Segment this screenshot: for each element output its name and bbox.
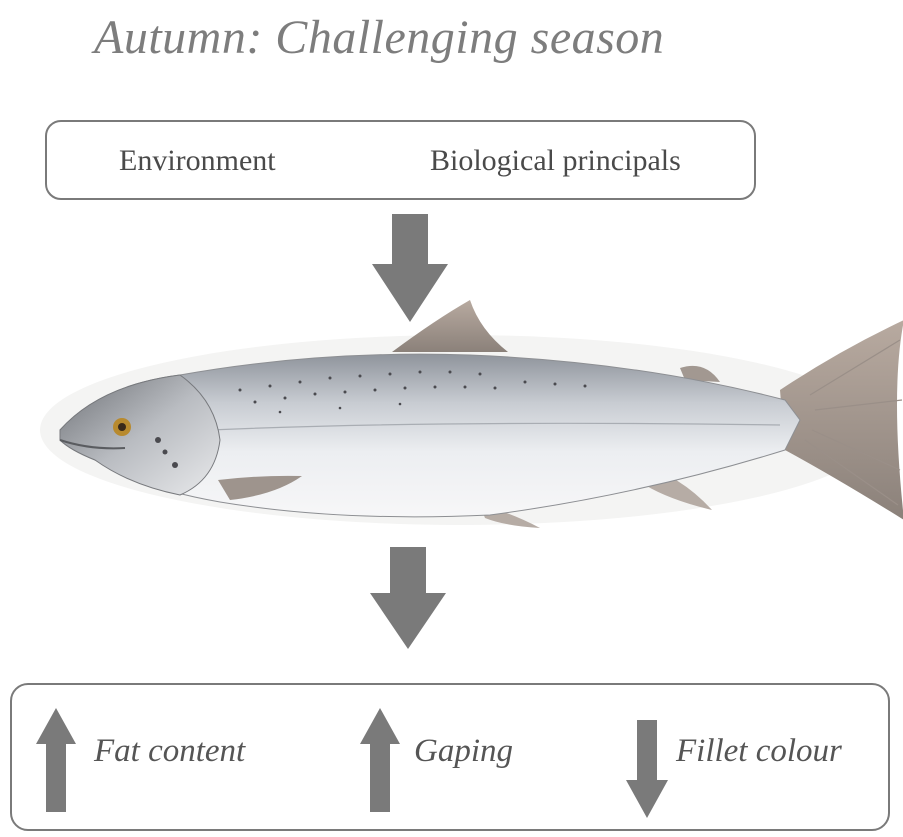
down-arrow-icon: [626, 720, 668, 818]
outcomes-box: Fat content Gaping Fillet colour: [10, 683, 890, 831]
up-arrow-icon: [360, 708, 400, 812]
input-biological-principals: Biological principals: [430, 144, 681, 178]
outcome-fat-content: Fat content: [94, 733, 245, 770]
inputs-box: Environment Biological principals: [45, 120, 756, 200]
down-arrow-icon: [370, 547, 446, 649]
slide-title: Autumn: Challenging season: [94, 10, 664, 65]
up-arrow-icon: [36, 708, 76, 812]
outcome-fillet-colour: Fillet colour: [676, 733, 842, 770]
outcome-gaping: Gaping: [414, 733, 513, 770]
input-environment: Environment: [119, 144, 276, 178]
salmon-illustration: [40, 290, 903, 540]
